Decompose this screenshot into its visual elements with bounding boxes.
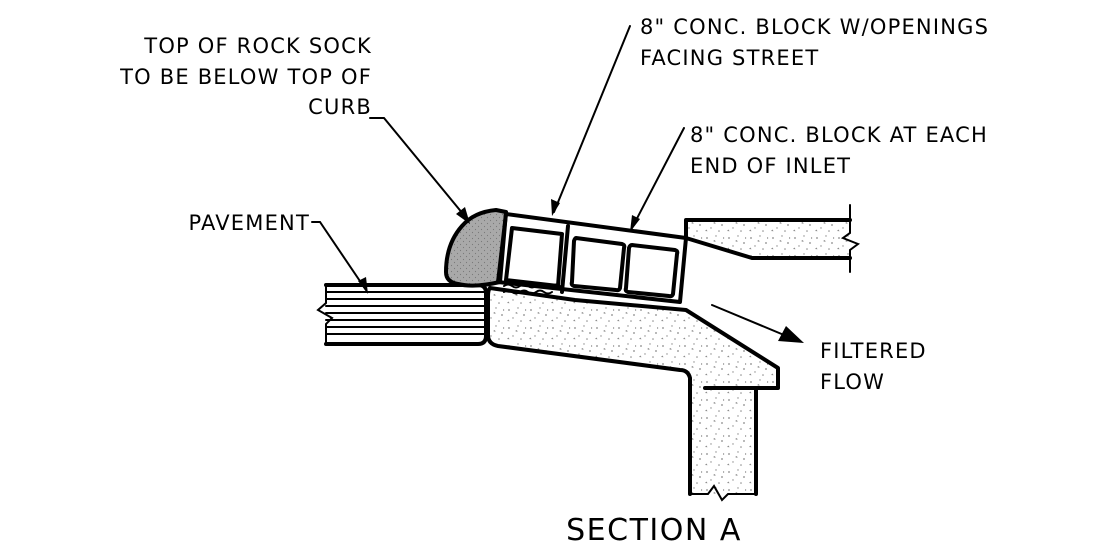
block-openings-label-2: FACING STREET: [640, 46, 819, 70]
leader-lines: [311, 25, 685, 291]
block-openings-label-1: 8" CONC. BLOCK W/OPENINGS: [640, 15, 989, 39]
top-slab-concrete: [686, 220, 850, 258]
section-title: SECTION A: [566, 513, 742, 548]
leader-arrowheads: [358, 199, 640, 294]
conc-block-openings: [496, 212, 688, 304]
curb-concrete: [488, 288, 778, 494]
rock-sock-label-1: TOP OF ROCK SOCK: [143, 34, 372, 58]
block-divider: [560, 224, 570, 294]
end-block-cell-2: [623, 243, 680, 299]
block-end-label-1: 8" CONC. BLOCK AT EACH: [690, 123, 988, 147]
curb-break-line: [689, 484, 757, 502]
rock-sock-label-2: TO BE BELOW TOP OF: [119, 65, 372, 89]
end-block-cell-1: [569, 236, 627, 293]
pavement-hatching: [325, 291, 485, 335]
filtered-flow-arrowhead: [778, 326, 804, 343]
filtered-flow-arrow-shaft: [711, 304, 785, 336]
block-end-label-2: END OF INLET: [690, 154, 851, 178]
rock-sock-label-3: CURB: [308, 95, 372, 119]
pavement-slab: [316, 283, 488, 346]
block-open-cell: [504, 226, 564, 288]
sock-under-block: [503, 283, 561, 295]
filtered-flow-label-2: FLOW: [820, 370, 885, 394]
top-slab-outline: [684, 218, 852, 260]
pavement-label: PAVEMENT: [188, 211, 310, 235]
filtered-flow-label-1: FILTERED: [820, 339, 927, 363]
slab-break-line: [840, 204, 861, 273]
